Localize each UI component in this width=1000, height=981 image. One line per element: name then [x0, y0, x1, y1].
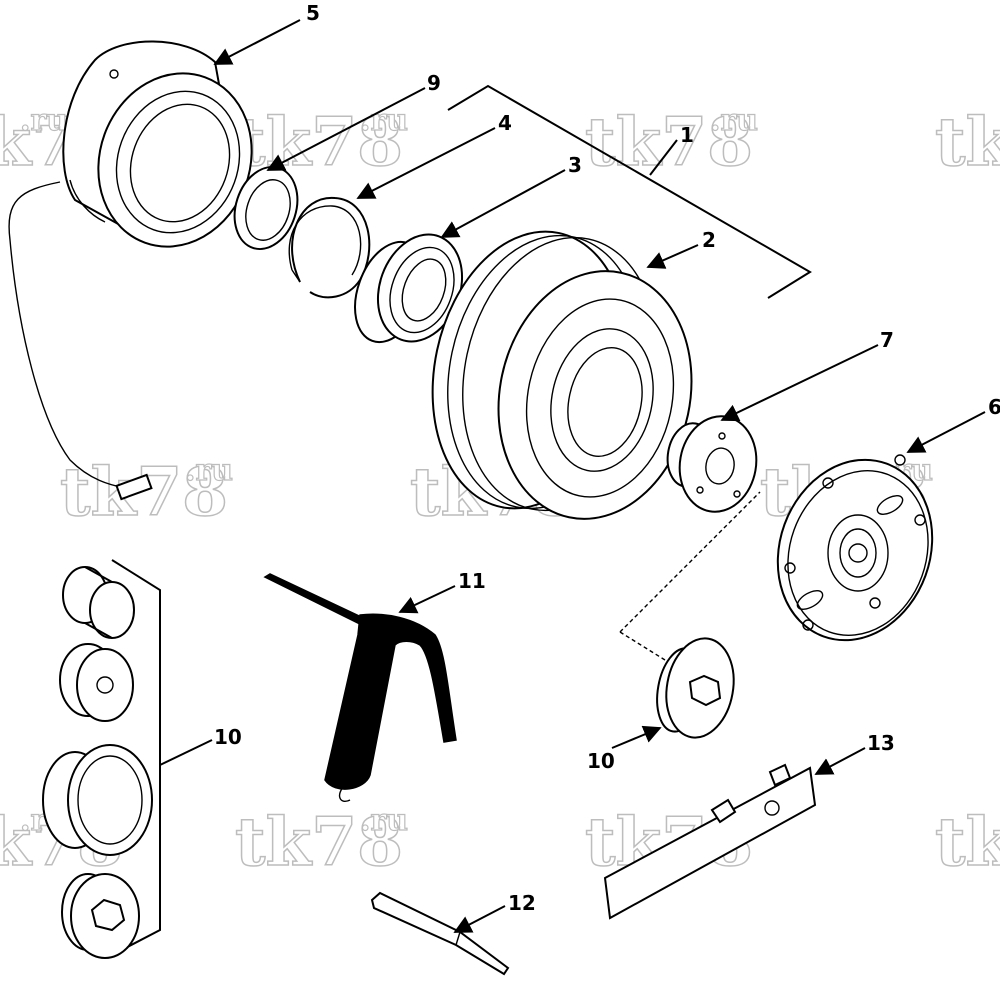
watermark: tk78 [934, 802, 1000, 882]
callout-13: 13 [867, 731, 895, 755]
leader-7 [720, 344, 879, 422]
svg-text:tk78: tk78 [235, 803, 403, 881]
leader-10-left [159, 739, 213, 766]
leader-13 [814, 747, 866, 775]
callout-labels: 5 9 4 3 1 2 7 6 11 10 10 13 12 [214, 1, 1000, 915]
leader-5 [213, 19, 301, 65]
callout-5: 5 [306, 1, 320, 25]
svg-text:tk78: tk78 [585, 103, 753, 181]
callout-10-right: 10 [587, 749, 615, 773]
hub-shim-part [666, 415, 758, 513]
pulley-part [431, 230, 693, 520]
watermark: tk78 .ru [234, 802, 408, 882]
armature-plate-part [776, 454, 934, 642]
callout-12: 12 [508, 891, 536, 915]
callout-3: 3 [568, 153, 582, 177]
svg-text:tk78: tk78 [935, 103, 1000, 181]
watermark: tk78 .ru [59, 452, 233, 532]
callout-10-left: 10 [214, 725, 242, 749]
svg-text:.ru: .ru [185, 453, 233, 488]
field-coil-part [8, 40, 253, 501]
callout-11: 11 [458, 569, 486, 593]
callout-6: 6 [988, 395, 1000, 419]
pin-punch-part [370, 891, 510, 976]
snap-ring-part [288, 196, 371, 299]
callout-9: 9 [427, 71, 441, 95]
leader-10-right [611, 725, 662, 749]
leader-6 [906, 411, 986, 453]
leader-lines [159, 19, 986, 933]
watermark: tk78 [934, 102, 1000, 182]
leader-9 [266, 87, 426, 171]
callout-4: 4 [498, 111, 512, 135]
leader-4 [356, 127, 496, 199]
svg-text:.ru: .ru [20, 103, 68, 138]
svg-text:.ru: .ru [360, 103, 408, 138]
leader-2 [646, 244, 699, 269]
puller-tool-part [619, 491, 761, 739]
installer-tool-set [42, 559, 161, 959]
callout-7: 7 [880, 328, 894, 352]
watermark: tk78 .ru [584, 102, 758, 182]
bearing-part [354, 233, 464, 344]
svg-text:.ru: .ru [360, 803, 408, 838]
svg-text:tk78: tk78 [60, 453, 228, 531]
leader-1 [649, 139, 678, 176]
holding-bar-part [603, 763, 817, 920]
leader-11 [398, 585, 456, 614]
svg-text:tk78: tk78 [935, 803, 1000, 881]
assembly-bracket [447, 84, 812, 299]
svg-text:.ru: .ru [710, 103, 758, 138]
callout-2: 2 [702, 228, 716, 252]
grease-gun-part [263, 573, 457, 802]
leader-12 [453, 905, 506, 933]
callout-1: 1 [680, 123, 694, 147]
leader-3 [440, 169, 566, 238]
